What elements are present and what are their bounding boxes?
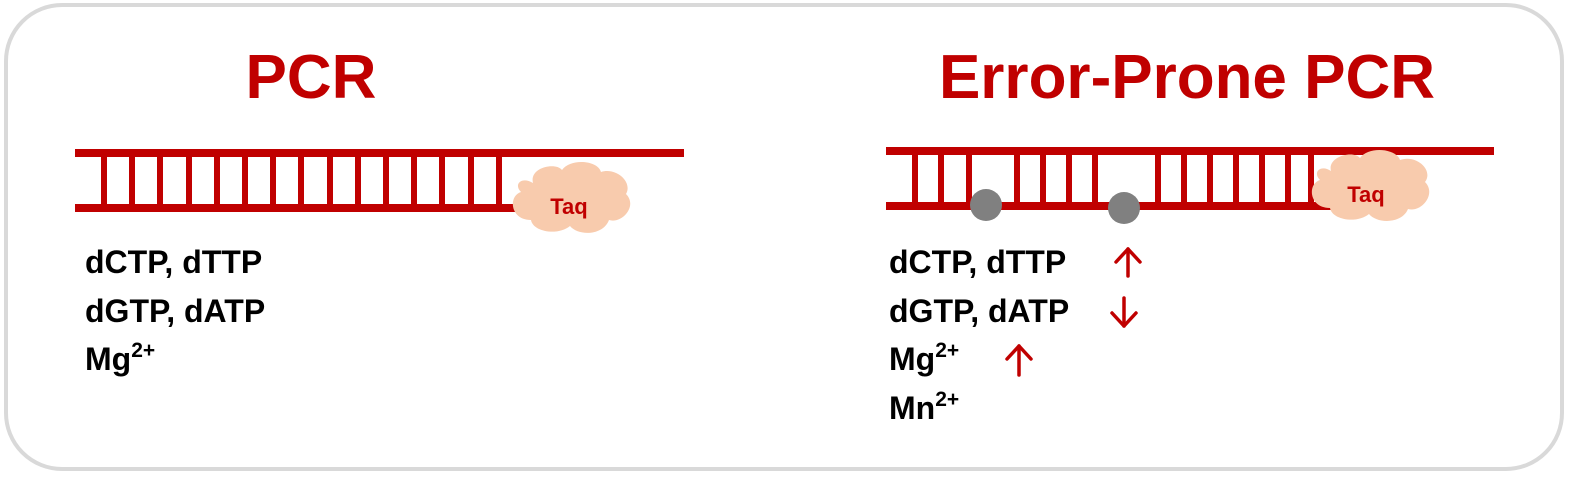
pcr-reagent-dgtp-datp: dGTP, dATP	[85, 293, 265, 329]
ep-reagent-dgtp-datp: dGTP, dATP	[889, 293, 1069, 329]
taq-cloud-shape	[1311, 149, 1430, 221]
pcr-mg-symbol: Mg	[85, 341, 131, 377]
ep-taq-polymerase: Taq	[1311, 149, 1430, 221]
increase-arrow-icon	[1114, 247, 1142, 278]
pcr-reagent-list: dCTP, dTTP dGTP, dATP Mg2+	[85, 244, 265, 377]
ep-reagent-list: dCTP, dTTP dGTP, dATP Mg2+ Mn2+	[889, 244, 1142, 426]
pcr-title: PCR	[246, 43, 377, 112]
ep-mg-symbol: Mg	[889, 341, 935, 377]
ep-mg-charge: 2+	[935, 339, 959, 362]
error-prone-pcr-title: Error-Prone PCR	[939, 43, 1435, 112]
ep-mn-charge: 2+	[935, 388, 959, 411]
error-prone-pcr-panel: Error-Prone PCR Taq dCTP, dTTP dGTP, dAT…	[886, 43, 1494, 426]
pcr-reagent-dctp-dttp: dCTP, dTTP	[85, 244, 262, 280]
ep-taq-label: Taq	[1347, 182, 1384, 207]
ep-reagent-dctp-dttp: dCTP, dTTP	[889, 244, 1066, 280]
pcr-mg-charge: 2+	[131, 339, 155, 362]
pcr-panel: PCR Taq dCTP, dTTP dGTP, dATP Mg2+	[75, 43, 684, 377]
pcr-base-pairs	[101, 153, 502, 208]
pcr-reagent-mg: Mg2+	[85, 339, 155, 377]
ep-reagent-mg: Mg2+	[889, 339, 959, 377]
ep-reagent-mn: Mn2+	[889, 388, 959, 426]
taq-cloud-shape	[512, 161, 631, 233]
pcr-taq-label: Taq	[550, 194, 587, 219]
ep-mn-symbol: Mn	[889, 390, 935, 426]
pcr-taq-polymerase: Taq	[512, 161, 631, 233]
pcr-dna-strand	[75, 149, 684, 212]
increase-arrow-icon	[1005, 344, 1033, 377]
decrease-arrow-icon	[1110, 296, 1138, 328]
ep-base-pairs	[912, 151, 1314, 206]
mismatch-marker	[970, 189, 1002, 221]
panel-frame	[4, 3, 1564, 471]
mismatch-marker	[1108, 192, 1140, 224]
ep-dna-strand	[886, 147, 1494, 224]
